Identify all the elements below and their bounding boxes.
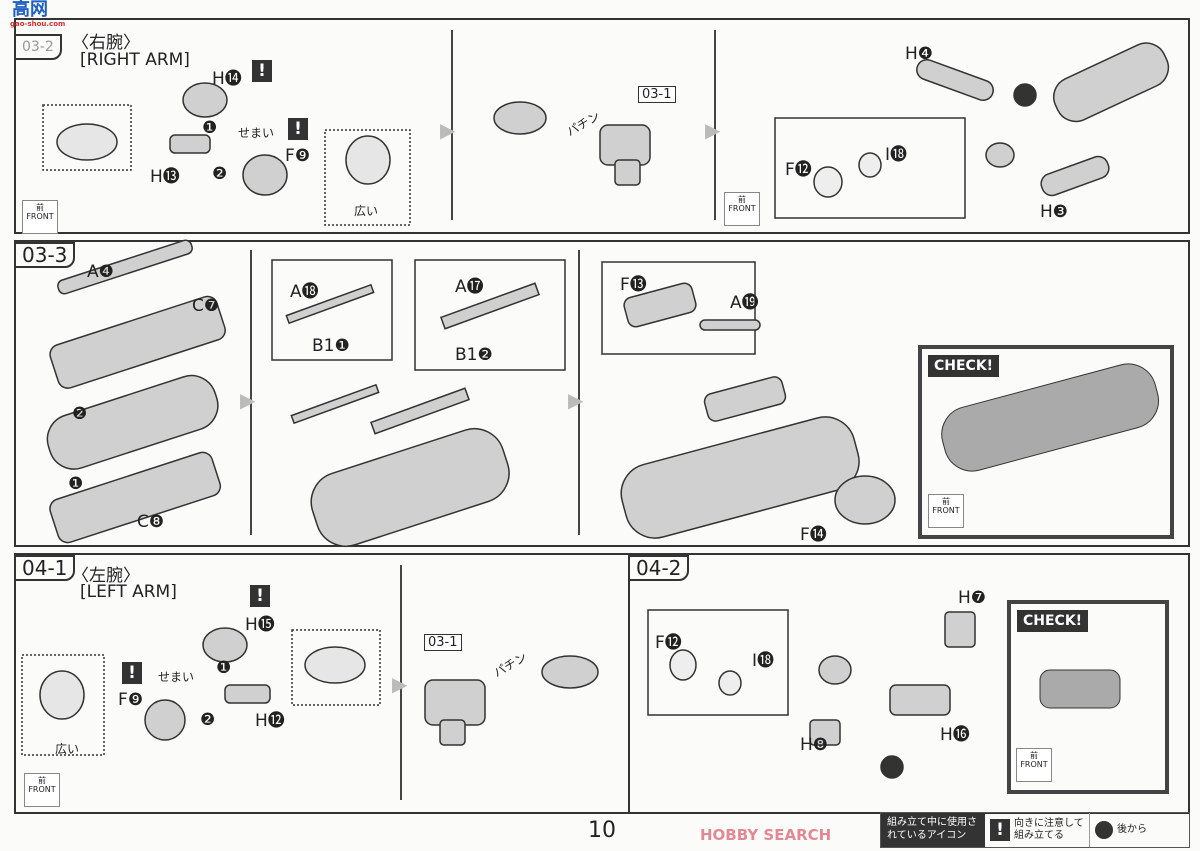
part-h13: H⓭ [150, 167, 180, 187]
divider [400, 565, 402, 800]
ref-03-1: 03-1 [424, 634, 462, 651]
check-label: CHECK! [928, 355, 1000, 377]
left-arm-en: [LEFT ARM] [80, 582, 177, 602]
step-label-04-1: 04-1 [14, 555, 76, 581]
order-1: ❶ [202, 118, 218, 138]
narrow-note: せまい [158, 670, 195, 684]
part-a19: A⓳ [730, 293, 759, 313]
order-1: ❶ [68, 474, 84, 494]
part-f9: F❾ [285, 146, 311, 166]
hobby-search-watermark: HOBBY SEARCH [700, 826, 832, 844]
warning-icon: ! [990, 819, 1010, 841]
ref-03-1: 03-1 [638, 86, 676, 103]
divider [578, 250, 580, 535]
divider [451, 30, 453, 220]
site-logo: 高网 [12, 0, 48, 20]
legend-back-text: 後から [1117, 824, 1147, 835]
part-f12: F⓬ [785, 160, 812, 180]
part-f12: F⓬ [655, 633, 682, 653]
part-c8: C❽ [137, 512, 165, 532]
order-2: ❷ [72, 404, 88, 424]
step-arrow: ▶ [240, 388, 256, 412]
right-arm-en: [RIGHT ARM] [80, 50, 190, 70]
wide-note: 広い [55, 742, 80, 756]
step-arrow: ▶ [392, 672, 408, 696]
part-a4: A❹ [87, 262, 114, 282]
part-f13: F⓭ [620, 275, 647, 295]
legend-title: 組み立て中に使用されているアイコン [881, 813, 985, 847]
step-arrow: ▶ [440, 118, 456, 142]
legend-warn-text: 向きに注意して組み立てる [1014, 818, 1084, 841]
step-label-03-3: 03-3 [14, 242, 76, 268]
divider [250, 250, 252, 535]
check-label: CHECK! [1017, 610, 1089, 632]
site-logo-sub: gao-shou.com [10, 20, 66, 28]
legend-warn: ! 向きに注意して組み立てる [985, 813, 1090, 847]
warning-icon: ! [252, 60, 272, 82]
wide-note: 広い [354, 204, 379, 218]
part-h4: H❹ [905, 44, 934, 64]
part-i18: I⓲ [752, 651, 775, 671]
part-h15: H⓯ [245, 615, 275, 635]
check-box: CHECK! [918, 345, 1174, 539]
divider [714, 30, 716, 220]
right-arm-jp: 〈右腕〉 [72, 33, 140, 53]
step-label-04-2: 04-2 [628, 555, 690, 581]
part-h12: H⓬ [255, 711, 285, 731]
step-arrow: ▶ [705, 118, 721, 142]
legend-back: 後から [1090, 813, 1152, 847]
icon-legend: 組み立て中に使用されているアイコン ! 向きに注意して組み立てる 後から [880, 812, 1190, 848]
left-arm-jp: 〈左腕〉 [72, 566, 140, 586]
part-b1-2: B1❷ [455, 345, 493, 365]
part-h3: H❸ [1040, 202, 1069, 222]
part-h8: H❽ [800, 735, 829, 755]
part-c7: C❼ [192, 296, 220, 316]
warning-icon: ! [122, 662, 142, 684]
part-i18: I⓲ [885, 145, 908, 165]
back-icon [1095, 821, 1113, 839]
order-2: ❷ [212, 164, 228, 184]
panel-row-2 [14, 240, 1190, 547]
part-f9: F❾ [118, 690, 144, 710]
part-f14: F⓮ [800, 525, 827, 545]
part-b1-1: B1❶ [312, 336, 350, 356]
step-label-03-2: 03-2 [14, 34, 62, 60]
order-1: ❶ [216, 658, 232, 678]
order-2: ❷ [200, 710, 216, 730]
step-arrow: ▶ [568, 388, 584, 412]
warning-icon: ! [250, 585, 270, 607]
part-h7: H❼ [958, 588, 987, 608]
warning-icon: ! [288, 118, 308, 140]
part-h14: H⓮ [212, 69, 242, 89]
page-number: 10 [588, 818, 616, 843]
part-a17: A⓱ [455, 277, 484, 297]
panel-row-1 [14, 18, 1190, 234]
narrow-note: せまい [238, 126, 275, 140]
check-box: CHECK! [1007, 600, 1169, 794]
part-a18: A⓲ [290, 282, 319, 302]
part-h16: H⓰ [940, 725, 970, 745]
